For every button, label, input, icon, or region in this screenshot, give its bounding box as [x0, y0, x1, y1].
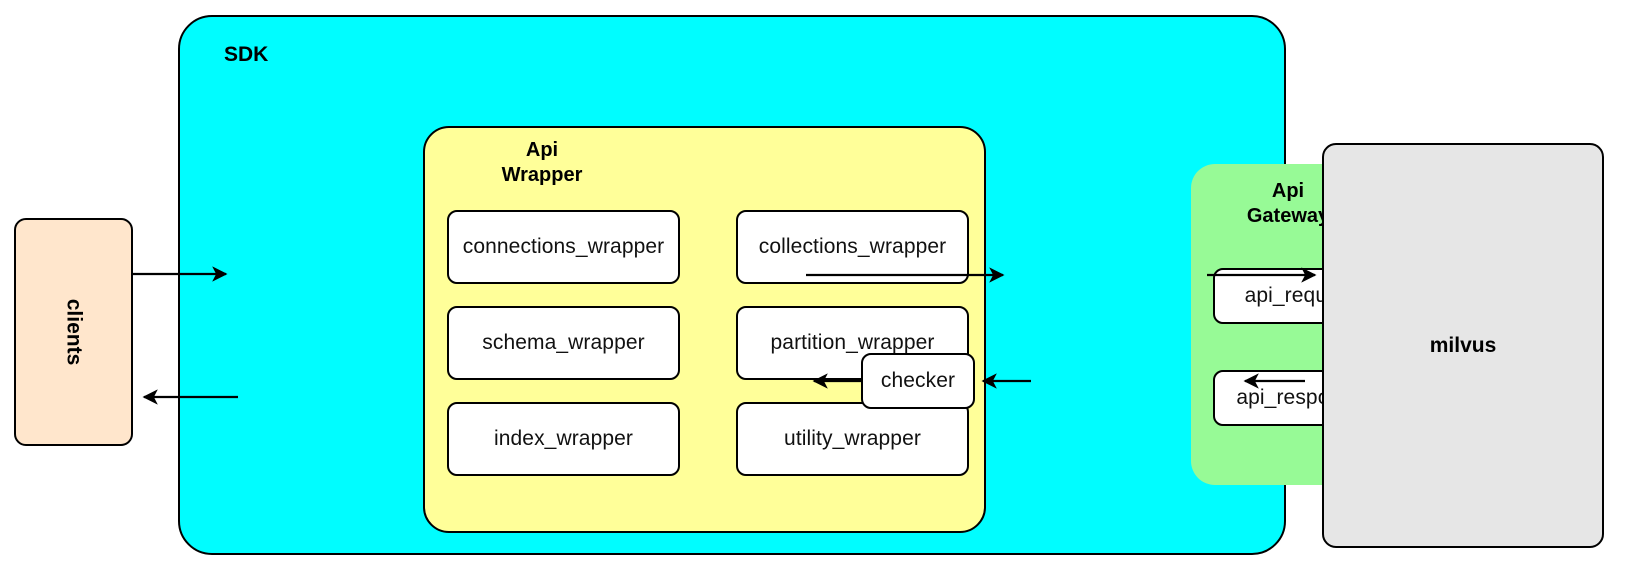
node-schema-wrapper[interactable]: schema_wrapper — [447, 306, 680, 380]
node-clients-label-rotated: clients — [16, 220, 131, 444]
node-collections-wrapper[interactable]: collections_wrapper — [736, 210, 969, 284]
group-sdk: SDK Api Wrapper connections_wrapper coll… — [178, 15, 1417, 555]
node-connections-wrapper[interactable]: connections_wrapper — [447, 210, 680, 284]
group-api-wrapper-label: Api Wrapper — [501, 139, 583, 187]
node-checker[interactable]: checker — [861, 353, 975, 409]
node-utility-wrapper[interactable]: utility_wrapper — [736, 402, 969, 476]
node-milvus[interactable]: milvus — [1322, 143, 1604, 548]
node-partition-wrapper[interactable]: partition_wrapper — [736, 306, 969, 380]
group-api-wrapper: Api Wrapper connections_wrapper collecti… — [423, 126, 986, 533]
node-clients-label: clients — [62, 298, 86, 366]
node-index-wrapper[interactable]: index_wrapper — [447, 402, 680, 476]
group-sdk-label: SDK — [224, 43, 269, 66]
group-api-gateway-label: Api Gateway — [1246, 180, 1330, 228]
node-clients[interactable]: clients — [14, 218, 133, 446]
